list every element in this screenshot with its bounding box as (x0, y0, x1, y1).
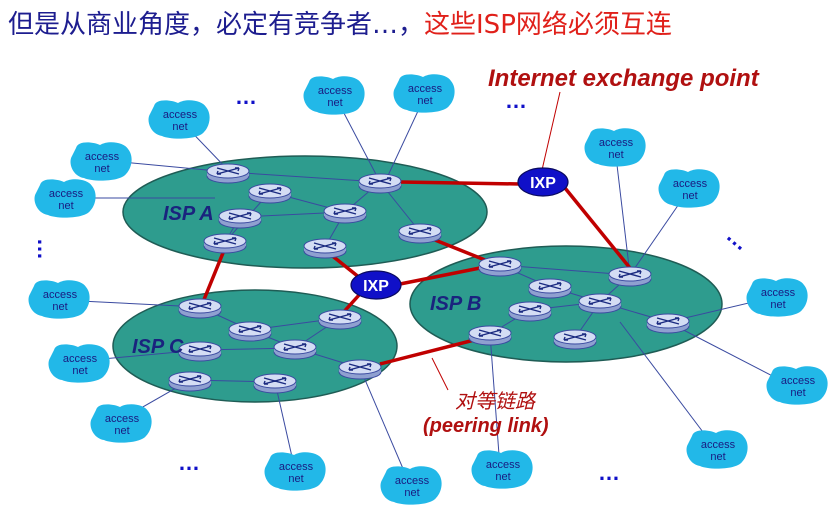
router-icon (178, 298, 222, 319)
isp-b-label: ISP B (430, 293, 482, 315)
access-net-cloud: access net (658, 169, 720, 208)
ixp-node-icon (350, 270, 402, 300)
access-net-cloud: access net (471, 450, 533, 489)
peering-label-en: (peering link) (423, 415, 549, 437)
router-icon (318, 309, 362, 330)
ixp-caption-pointer (541, 91, 561, 171)
svg-text:net: net (417, 95, 432, 107)
svg-text:access: access (781, 375, 816, 387)
svg-text:net: net (710, 451, 725, 463)
svg-text:access: access (105, 413, 140, 425)
router-icon (608, 266, 652, 287)
svg-text:access: access (63, 353, 98, 365)
isp-c-label: ISP C (132, 336, 184, 358)
access-net-cloud: access net (90, 404, 152, 443)
router-icon (478, 256, 522, 277)
svg-text:access: access (43, 289, 78, 301)
ellipsis-icon: … (33, 238, 58, 260)
svg-text:net: net (94, 163, 109, 175)
ixp-label: IXP (363, 278, 389, 295)
isp-a-label: ISP A (163, 203, 214, 225)
svg-text:net: net (682, 190, 697, 202)
router-icon (323, 203, 367, 224)
ixp-node-top: IXP (517, 167, 569, 197)
ellipsis-icon: … (722, 222, 755, 255)
ellipsis-icon: … (178, 450, 200, 475)
title-part2: 这些ISP网络必须互连 (424, 10, 672, 40)
svg-text:net: net (495, 471, 510, 483)
peering-label-cn: 对等链路 (455, 389, 537, 413)
access-net-cloud: access net (746, 278, 808, 317)
ixp-label: IXP (530, 175, 556, 192)
svg-text:net: net (52, 301, 67, 313)
page-title: 但是从商业角度，必定有竞争者…，这些ISP网络必须互连 (8, 4, 672, 41)
ixp-node-middle: IXP (350, 270, 402, 300)
svg-text:net: net (790, 387, 805, 399)
access-net-cloud: access net (48, 344, 110, 383)
router-icon (646, 313, 690, 334)
svg-text:access: access (163, 109, 198, 121)
svg-text:net: net (770, 299, 785, 311)
access-net-cloud: access net (264, 452, 326, 491)
router-icon (178, 341, 222, 362)
svg-text:access: access (761, 287, 796, 299)
svg-text:access: access (486, 459, 521, 471)
router-icon (253, 373, 297, 394)
router-icon (508, 301, 552, 322)
router-icon (528, 278, 572, 299)
access-net-cloud: access net (393, 74, 455, 113)
router-icon (203, 233, 247, 254)
svg-text:net: net (114, 425, 129, 437)
access-net-cloud: access net (34, 179, 96, 218)
ixp-caption: Internet exchange point (488, 65, 760, 92)
access-net-cloud: access net (148, 100, 210, 139)
router-icon (578, 293, 622, 314)
svg-text:access: access (395, 475, 430, 487)
router-icon (338, 359, 382, 380)
access-net-cloud: access net (380, 466, 442, 505)
svg-text:access: access (673, 178, 708, 190)
svg-text:access: access (701, 439, 736, 451)
router-icon (168, 371, 212, 392)
svg-text:net: net (172, 121, 187, 133)
access-net-cloud: access net (584, 128, 646, 167)
access-nets: access net access net access net access … (28, 74, 828, 505)
router-icon (553, 329, 597, 350)
router-icon (273, 339, 317, 360)
svg-text:access: access (599, 137, 634, 149)
router-icon (358, 173, 402, 194)
router-icon (228, 321, 272, 342)
router-icon (218, 208, 262, 229)
svg-text:net: net (327, 97, 342, 109)
ixp-node-icon (517, 167, 569, 197)
access-net-cloud: access net (70, 142, 132, 181)
access-net-cloud: access net (766, 366, 828, 405)
access-net-cloud: access net (686, 430, 748, 469)
svg-text:net: net (608, 149, 623, 161)
ellipsis-icon: … (598, 460, 620, 485)
router-icon (303, 238, 347, 259)
svg-text:access: access (408, 83, 443, 95)
ellipsis-markers: … … … … … … (33, 84, 755, 485)
access-net-cloud: access net (303, 76, 365, 115)
ellipsis-icon: … (505, 88, 527, 113)
svg-text:net: net (58, 200, 73, 212)
svg-text:net: net (288, 473, 303, 485)
svg-text:access: access (279, 461, 314, 473)
peering-label-pointer (431, 357, 449, 391)
router-icon (248, 183, 292, 204)
svg-text:net: net (72, 365, 87, 377)
router-icon (206, 163, 250, 184)
ellipsis-icon: … (235, 84, 257, 109)
svg-text:access: access (49, 188, 84, 200)
svg-text:access: access (318, 85, 353, 97)
router-icon (468, 325, 512, 346)
title-part1: 但是从商业角度，必定有竞争者…， (8, 10, 425, 40)
access-net-cloud: access net (28, 280, 90, 319)
router-icon (398, 223, 442, 244)
svg-text:net: net (404, 487, 419, 499)
svg-text:access: access (85, 151, 120, 163)
